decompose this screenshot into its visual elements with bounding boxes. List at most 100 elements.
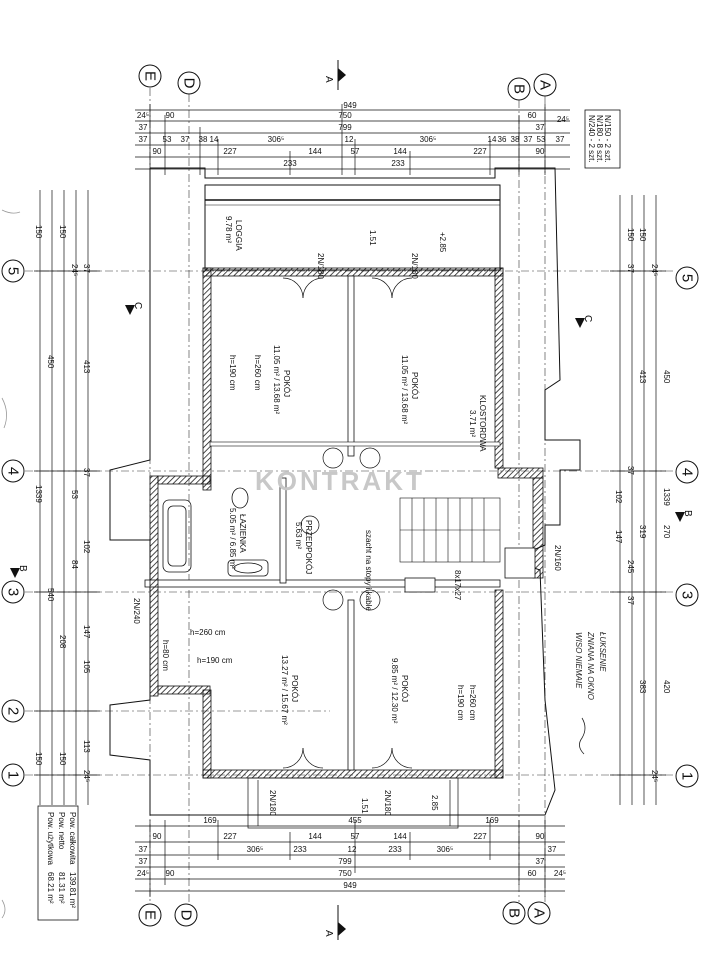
room4-h2: h=260 cm — [468, 685, 477, 721]
dim-37-c: 37 — [139, 135, 148, 144]
section-b-left: B — [17, 565, 28, 572]
loggia-area: 9.78 m² — [224, 216, 233, 243]
dim-53-b: 53 — [537, 135, 546, 144]
dim-b37-a: 37 — [139, 845, 148, 854]
dim-12-top: 12 — [345, 135, 354, 144]
dim-3065-a: 306⁵ — [268, 135, 285, 144]
dim-b37-b: 37 — [548, 845, 557, 854]
ldim-245-b: 24⁵ — [82, 770, 91, 782]
axis-5-left: 5 — [5, 267, 22, 275]
dim-3065-b: 306⁵ — [420, 135, 437, 144]
stairs-label: 8x17x27 — [453, 570, 462, 601]
room2-area: 11.05 m² / 13.68 m² — [400, 355, 409, 425]
dim-b90-c: 90 — [166, 869, 175, 878]
ldim-147: 147 — [82, 625, 91, 639]
section-a-bottom: A — [323, 930, 334, 937]
axis-B-top: B — [511, 84, 528, 94]
axis-1-left: 1 — [5, 771, 22, 779]
dim-b949: 949 — [343, 881, 357, 890]
summary-usable-value: 68.21 m² — [46, 872, 55, 904]
section-c-left: C — [132, 302, 143, 309]
dim-60-top: 60 — [528, 111, 537, 120]
windows — [247, 777, 459, 829]
hall-area: 5.63 m² — [294, 522, 303, 549]
ldim-150-d: 150 — [58, 752, 67, 766]
axis-E-bottom: E — [142, 910, 159, 920]
dim-37-a: 37 — [139, 123, 148, 132]
axis-A-top: A — [537, 80, 554, 90]
handwritten-note: ŁUKSENIE ZNIANA NA OKNO WISO NIEMAIE — [574, 631, 607, 755]
dim-b227-a: 227 — [223, 832, 237, 841]
door-2n180-a: 2N/180 — [316, 253, 325, 279]
ldim-1339: 1339 — [34, 485, 43, 503]
dim-245-b: 24⁵ — [557, 115, 569, 124]
area-summary: Pow. całkowita 139.81 m² Pow. netto 81.3… — [37, 805, 79, 921]
dim-90-b: 90 — [153, 147, 162, 156]
top-dimension-lines — [135, 104, 570, 175]
rdim-319: 319 — [638, 525, 647, 539]
left-dimension-values: 150 150 24⁵ 37 450 413 1339 37 53 102 84… — [34, 225, 91, 782]
room1-h2: h=260 cm — [253, 355, 262, 391]
legend-top-right: N/150 - 2 szt. N/180 - 8 szt. N/240 - 2 … — [584, 109, 621, 169]
room1-h: h=190 cm — [228, 355, 237, 391]
dim-b12: 12 — [348, 845, 357, 854]
legend-n150: N/150 - 2 szt. — [603, 115, 612, 163]
walls — [144, 267, 544, 779]
dim-14-b: 14 — [488, 135, 497, 144]
rdim-413: 413 — [638, 370, 647, 384]
dim-b3065-a: 306⁵ — [247, 845, 264, 854]
dim-53-a: 53 — [163, 135, 172, 144]
closet-area: 3.71 m² — [468, 410, 477, 437]
axis-1-right: 1 — [679, 772, 696, 780]
rdim-1339: 1339 — [662, 488, 671, 506]
dim-169-b: 169 — [485, 816, 499, 825]
h260-label: h=260 cm — [190, 628, 226, 637]
dim-233-b: 233 — [391, 159, 405, 168]
axis-B-bottom: B — [506, 908, 523, 918]
axis-D-top: D — [181, 78, 198, 89]
rdim-450: 450 — [662, 370, 671, 384]
dim-b60: 60 — [528, 869, 537, 878]
section-b-right: B — [682, 510, 693, 517]
dim-37-b: 37 — [536, 123, 545, 132]
door-2n180-d: 2N/180 — [383, 790, 392, 816]
axis-D-bottom: D — [178, 910, 195, 921]
axis-markers-bottom: E D B A — [138, 901, 551, 927]
dim-90-a: 90 — [166, 111, 175, 120]
summary-usable-label: Pow. użytkowa — [46, 812, 55, 865]
bath-area: 5.05 m² / 6.85 m² — [228, 508, 237, 569]
dim-b233-b: 233 — [388, 845, 402, 854]
ldim-450: 450 — [46, 355, 55, 369]
h80-label: h=80 cm — [161, 640, 170, 671]
hall-name: PRZEDPOKÓJ — [304, 520, 313, 574]
top-dimension-values: 949 24⁵ 90 750 60 24⁵ 37 799 37 37 53 37… — [137, 101, 569, 168]
dim-233-a: 233 — [283, 159, 297, 168]
ldim-84: 84 — [70, 560, 79, 569]
dim-b233-a: 233 — [293, 845, 307, 854]
dim-37-f: 37 — [556, 135, 565, 144]
doors — [282, 277, 413, 769]
dim-b37-c: 37 — [139, 857, 148, 866]
stairs: 8x17x27 szacht na stopy i kable — [364, 497, 501, 611]
axis-markers-top: E D B A — [138, 64, 557, 101]
room1-area: 11.05 m² / 13.68 m² — [272, 345, 281, 415]
ldim-105: 105 — [82, 660, 91, 674]
room1-name: POKÓJ — [282, 370, 291, 397]
watermark: KONTRAKT — [255, 466, 425, 496]
ldim-413: 413 — [82, 360, 91, 374]
room3-area: 13.27 m² / 15.67 m² — [280, 655, 289, 725]
dim-38-b: 38 — [511, 135, 520, 144]
dim-144-b: 144 — [393, 147, 407, 156]
axis-4-right: 4 — [679, 468, 696, 476]
loggia-area: LOGGIA 9.78 m² 1.51 +2.85 2N/180 2N/180 — [204, 184, 501, 279]
rdim-245-a: 24⁵ — [650, 264, 659, 276]
rdim-150-a: 150 — [626, 228, 635, 242]
door-2n180-c: 2N/180 — [268, 790, 277, 816]
axis-markers-right: 5 4 3 1 — [675, 266, 699, 788]
ldim-540: 540 — [46, 588, 55, 602]
summary-total-label: Pow. całkowita — [68, 812, 77, 865]
bottom-dimension-values: 455 169 169 90 227 144 57 144 227 90 37 … — [137, 816, 566, 890]
left-dimension-lines — [34, 190, 100, 805]
dim-b227-b: 227 — [473, 832, 487, 841]
bath-fixtures — [162, 487, 269, 577]
